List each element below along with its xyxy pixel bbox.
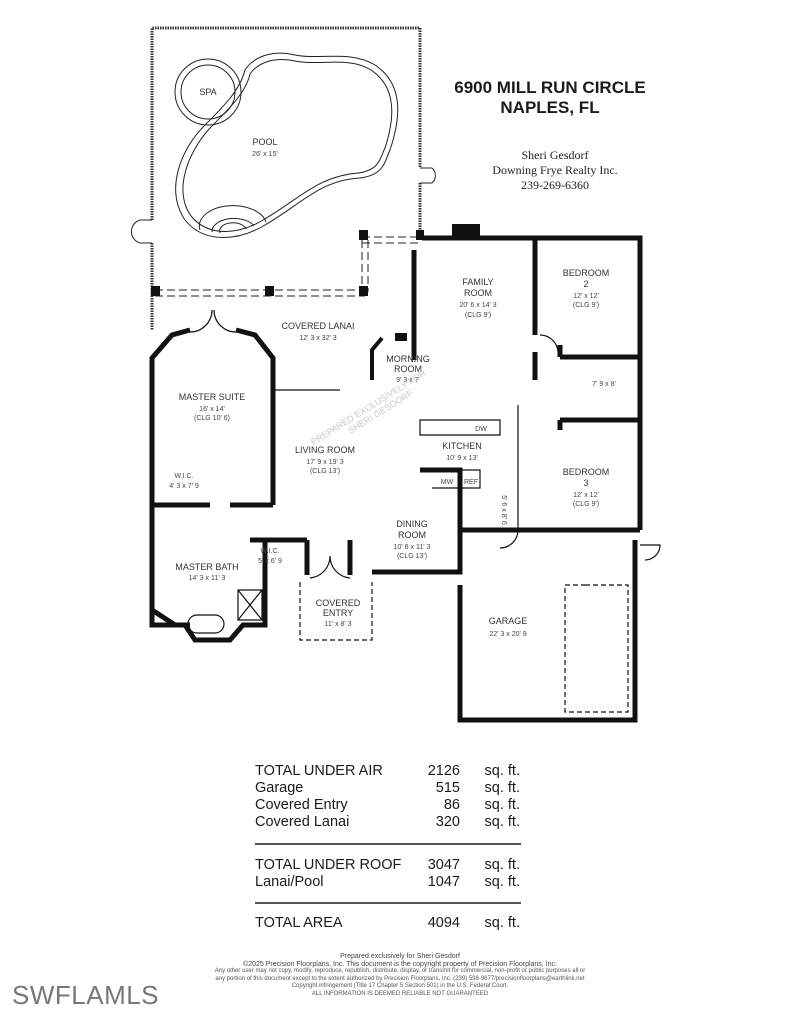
garage-size: 22' 3 x 20' 9 bbox=[489, 631, 526, 638]
mls-logo: SWFLAMLS bbox=[12, 980, 160, 1010]
notice-line-3: Copyright infringement (Title 17 Chapter… bbox=[291, 983, 509, 989]
kitchen-size: 10' 9 x 13' bbox=[446, 455, 477, 462]
dining-room-label-2: ROOM bbox=[398, 530, 426, 540]
spa-outline bbox=[174, 58, 242, 126]
wic2-size: 5' x 6' 9 bbox=[258, 558, 282, 565]
garage-label: GARAGE bbox=[489, 616, 528, 626]
refrigerator-label: REF bbox=[464, 479, 478, 486]
master-suite-ceiling: (CLG 10' 6) bbox=[194, 415, 230, 422]
bedroom3-ceiling: (CLG 9') bbox=[573, 501, 599, 508]
master-bath-size: 14' 3 x 11' 3 bbox=[189, 575, 226, 582]
morning-room-label-1: MORNING bbox=[386, 354, 430, 364]
bedroom2-size: 12' x 12' bbox=[573, 293, 599, 300]
family-room-size: 20' 6 x 14' 3 bbox=[459, 302, 496, 309]
family-room-ceiling: (CLG 9') bbox=[465, 312, 491, 319]
pool-outline bbox=[175, 52, 399, 238]
divider bbox=[255, 902, 521, 904]
covered-entry-size: 11' x 8' 3 bbox=[324, 621, 351, 628]
prepared-for: Prepared exclusively for Sheri Gesdorf bbox=[340, 953, 460, 960]
bath2-size: 7' 9 x 8' bbox=[592, 381, 616, 388]
living-room-size: 17' 9 x 19' 3 bbox=[306, 459, 343, 466]
pool-size: 26' x 15' bbox=[252, 151, 278, 158]
family-room-label-1: FAMILY bbox=[462, 277, 493, 287]
bedroom2-label-2: 2 bbox=[583, 279, 588, 289]
watermark-line-1: PREPARED EXCLUSIVELY FOR bbox=[309, 368, 428, 448]
notice-line-1: Any other user may not copy, modify, rep… bbox=[214, 968, 586, 974]
bedroom3-label-2: 3 bbox=[583, 478, 588, 488]
microwave-label: MW bbox=[441, 479, 454, 486]
dishwasher-label: DW bbox=[475, 426, 487, 433]
bedroom3-label-1: BEDROOM bbox=[563, 467, 610, 477]
morning-room-label-2: ROOM bbox=[394, 364, 422, 374]
property-address: 6900 MILL RUN CIRCLE NAPLES, FL bbox=[430, 78, 670, 118]
covered-lanai-label: COVERED LANAI bbox=[281, 321, 354, 331]
agent-name: Sheri Gesdorf bbox=[521, 148, 589, 162]
agent-phone: 239-269-6360 bbox=[521, 178, 589, 192]
bedroom3-size: 12' x 12' bbox=[573, 492, 599, 499]
pool-enclosure bbox=[150, 26, 422, 220]
bedroom2-label-1: BEDROOM bbox=[563, 268, 610, 278]
laundry-size: 5' 6 x 8' 6 bbox=[500, 495, 507, 525]
dining-room-size: 10' 6 x 11' 3 bbox=[394, 544, 431, 551]
pool-label: POOL bbox=[252, 137, 277, 147]
morning-room-size: 9' 3 x 7' bbox=[396, 377, 420, 384]
covered-entry-label-1: COVERED bbox=[316, 598, 361, 608]
covered-entry-label-2: ENTRY bbox=[323, 608, 353, 618]
wic2-label: W.I.C. bbox=[260, 548, 279, 555]
copyright-line: ©2025 Precision Floorplans, Inc. This do… bbox=[243, 960, 557, 968]
master-suite-size: 16' x 14' bbox=[199, 406, 225, 413]
floor-plan: SPA POOL 26' x 15' COVERED LANAI 12' 3 x… bbox=[131, 26, 661, 723]
agent-info: Sheri Gesdorf Downing Frye Realty Inc. 2… bbox=[450, 148, 660, 193]
living-room-label: LIVING ROOM bbox=[295, 445, 355, 455]
wic1-label: W.I.C. bbox=[174, 473, 193, 480]
address-line-2: NAPLES, FL bbox=[500, 98, 600, 117]
notice-line-2: any portion of this document except to t… bbox=[215, 975, 585, 982]
dining-room-label-1: DINING bbox=[396, 519, 428, 529]
wic1-size: 4' 3 x 7' 9 bbox=[169, 483, 199, 490]
spa-label: SPA bbox=[199, 87, 216, 97]
covered-lanai-size: 12' 3 x 32' 3 bbox=[299, 335, 336, 342]
master-suite-label: MASTER SUITE bbox=[179, 392, 246, 402]
family-room-label-2: ROOM bbox=[464, 288, 492, 298]
master-bath-label: MASTER BATH bbox=[175, 562, 238, 572]
copyright-footer: Prepared exclusively for Sheri Gesdorf ©… bbox=[200, 953, 600, 998]
living-room-ceiling: (CLG 13') bbox=[310, 468, 340, 475]
kitchen-label: KITCHEN bbox=[442, 441, 482, 451]
dining-room-ceiling: (CLG 13') bbox=[397, 553, 427, 560]
address-line-1: 6900 MILL RUN CIRCLE bbox=[454, 78, 646, 97]
notice-line-4: ALL INFORMATION IS DEEMED RELIABLE NOT G… bbox=[311, 990, 489, 997]
bedroom2-ceiling: (CLG 9') bbox=[573, 302, 599, 309]
agent-company: Downing Frye Realty Inc. bbox=[492, 163, 618, 177]
divider bbox=[255, 843, 521, 845]
